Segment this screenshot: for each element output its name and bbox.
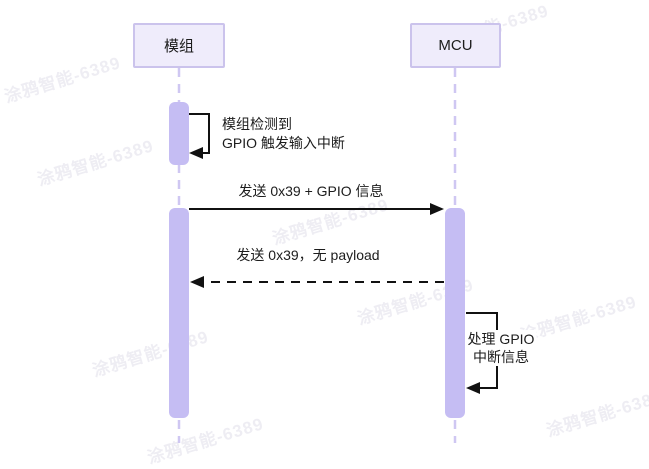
diagram-lines — [177, 68, 498, 443]
message-label-line: GPIO 触发输入中断 — [222, 135, 345, 151]
self-loop-mcu-arrowhead-icon — [466, 382, 480, 394]
actor-box-mcu: MCU — [410, 23, 501, 68]
message-label-send-ack: 发送 0x39，无 payload — [236, 247, 380, 263]
message-label-send-info: 发送 0x39 + GPIO 信息 — [238, 183, 384, 199]
activation-bar-module-self — [169, 102, 189, 165]
actor-label-mcu: MCU — [438, 37, 473, 54]
self-loop-module-arrowhead-icon — [189, 147, 203, 159]
actor-label-module: 模组 — [163, 38, 194, 55]
message-label-line: 模组检测到 — [222, 116, 292, 132]
activation-bar-module — [169, 208, 189, 418]
message-label-mcu-self: 处理 GPIO 中断信息 — [465, 330, 537, 366]
message-label-line: 中断信息 — [473, 349, 529, 365]
activation-bar-mcu — [445, 208, 465, 418]
actor-box-module: 模组 — [133, 23, 225, 68]
self-loop-module-line — [189, 113, 210, 154]
message-label-line: 处理 GPIO — [467, 331, 535, 347]
message-send-ack-arrowhead-icon — [190, 276, 204, 288]
message-send-info-arrowhead-icon — [430, 203, 444, 215]
message-label-module-self: 模组检测到 GPIO 触发输入中断 — [222, 115, 345, 153]
